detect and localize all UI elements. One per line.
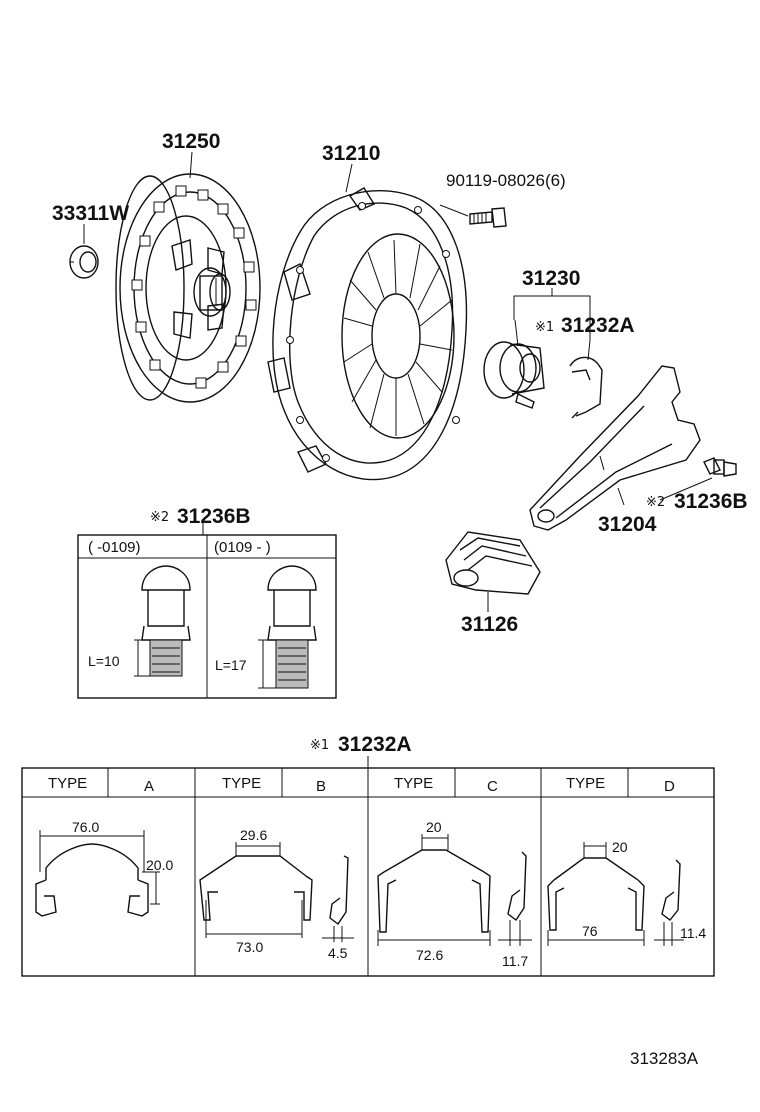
label-31230: 31230 <box>522 267 580 290</box>
release-fork-31204 <box>529 365 701 531</box>
type-label-d: TYPE <box>566 775 605 792</box>
type-label-b: TYPE <box>222 775 261 792</box>
leader-lines <box>83 151 713 612</box>
label-33311w: 33311W <box>52 202 129 225</box>
label-31126: 31126 <box>461 613 518 636</box>
label-31204: 31204 <box>598 513 657 536</box>
clip-type-table: ※1 31232A TYPE A TYPE B TYPE C TYPE D <box>21 733 715 977</box>
figure-id: 313283A <box>630 1049 699 1068</box>
type-letter-a: A <box>144 778 154 795</box>
type-a-dim-1: 76.0 <box>72 819 99 835</box>
type-b-dim-3: 4.5 <box>328 945 348 961</box>
type-c-dim-1: 20 <box>426 819 442 835</box>
type-label-a: TYPE <box>48 775 87 792</box>
clip-table-title: 31232A <box>338 733 412 756</box>
clip-type-d-drawing <box>547 842 684 946</box>
label-31232a: 31232A <box>561 314 635 337</box>
type-d-dim-1: 20 <box>612 839 628 855</box>
pivot-31236b <box>703 457 737 477</box>
hub-clip-31232a <box>569 356 603 419</box>
inset-31236b-title: 31236B <box>177 505 251 528</box>
label-31236b: 31236B <box>674 490 748 513</box>
type-c-dim-2: 72.6 <box>416 947 443 963</box>
pilot-bearing-33311w <box>69 245 99 279</box>
clutch-cover-31210 <box>267 187 468 481</box>
label-31210: 31210 <box>322 142 380 165</box>
pivot-long-drawing <box>258 565 317 689</box>
inset-col1-header: ( -0109) <box>88 539 141 556</box>
label-31232a-mark: ※1 <box>535 320 554 335</box>
release-bearing-31230 <box>483 341 545 409</box>
type-d-dim-3: 11.4 <box>680 925 706 941</box>
clip-type-c-drawing <box>377 834 532 946</box>
boot-31126 <box>445 531 541 595</box>
label-31250: 31250 <box>162 130 220 153</box>
type-b-dim-1: 29.6 <box>240 827 267 843</box>
clutch-disc-31250 <box>115 173 261 403</box>
inset-col2-header: (0109 - ) <box>214 539 271 556</box>
type-letter-b: B <box>316 778 326 795</box>
label-31236b-mark: ※2 <box>646 495 665 510</box>
type-letter-d: D <box>664 778 675 795</box>
type-a-dim-2: 20.0 <box>146 857 173 873</box>
type-c-dim-3: 11.7 <box>502 953 528 969</box>
type-label-c: TYPE <box>394 775 433 792</box>
pivot-short-drawing <box>134 565 191 677</box>
clip-type-a-drawing <box>35 830 160 917</box>
clip-table-mark: ※1 <box>310 738 329 753</box>
type-d-dim-2: 76 <box>582 923 598 939</box>
type-b-dim-2: 73.0 <box>236 939 263 955</box>
label-90119: 90119-08026(6) <box>446 171 566 190</box>
inset-31236b: ※2 31236B ( -0109) (0109 - ) L=10 <box>77 505 337 699</box>
bolt-90119 <box>469 207 507 228</box>
inset-31236b-mark: ※2 <box>150 510 169 525</box>
inset-length-1: L=10 <box>88 653 120 669</box>
inset-length-2: L=17 <box>215 657 247 673</box>
clip-type-b-drawing <box>199 842 354 942</box>
type-letter-c: C <box>487 778 498 795</box>
